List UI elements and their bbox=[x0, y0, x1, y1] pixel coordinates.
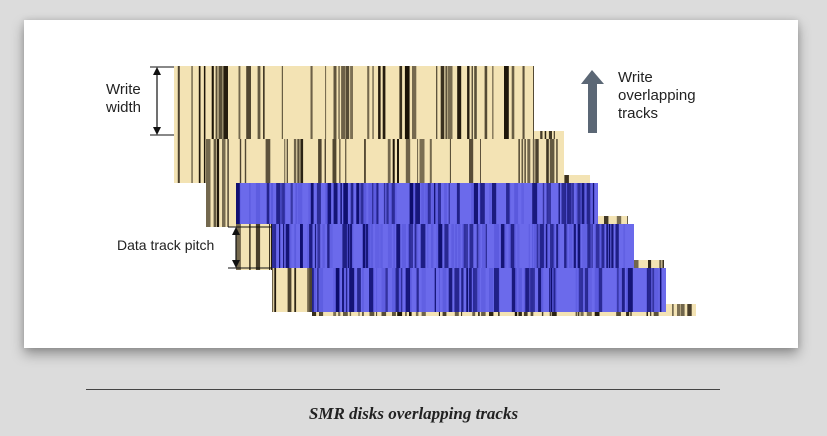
write-width-label: Write width bbox=[106, 81, 141, 117]
pitch-arrow-down bbox=[232, 260, 240, 268]
write-width-arrow-up bbox=[153, 67, 161, 75]
write-width-label-line2: width bbox=[106, 99, 142, 116]
write-direction-arrow bbox=[581, 70, 604, 133]
figure-caption: SMR disks overlapping tracks bbox=[308, 404, 519, 423]
pitch-arrow-up bbox=[232, 227, 240, 235]
track-5-data-overlay bbox=[312, 268, 666, 312]
overlap-label-line3: tracks bbox=[618, 105, 659, 122]
write-width-label-line1: Write bbox=[106, 81, 141, 98]
smr-track-diagram bbox=[150, 66, 696, 316]
write-overlapping-tracks-label: Write overlapping tracks bbox=[618, 69, 696, 123]
tracks-layer bbox=[174, 66, 696, 316]
track-5 bbox=[312, 268, 696, 316]
overlap-label-line1: Write bbox=[618, 69, 653, 86]
figure-card bbox=[24, 20, 798, 348]
caption-divider bbox=[86, 389, 720, 390]
annotations-layer bbox=[150, 66, 604, 269]
data-track-pitch-label: Data track pitch bbox=[117, 237, 215, 253]
track-4-data-overlay bbox=[272, 224, 634, 268]
overlap-label-line2: overlapping bbox=[618, 87, 696, 104]
write-width-arrow-down bbox=[153, 127, 161, 135]
